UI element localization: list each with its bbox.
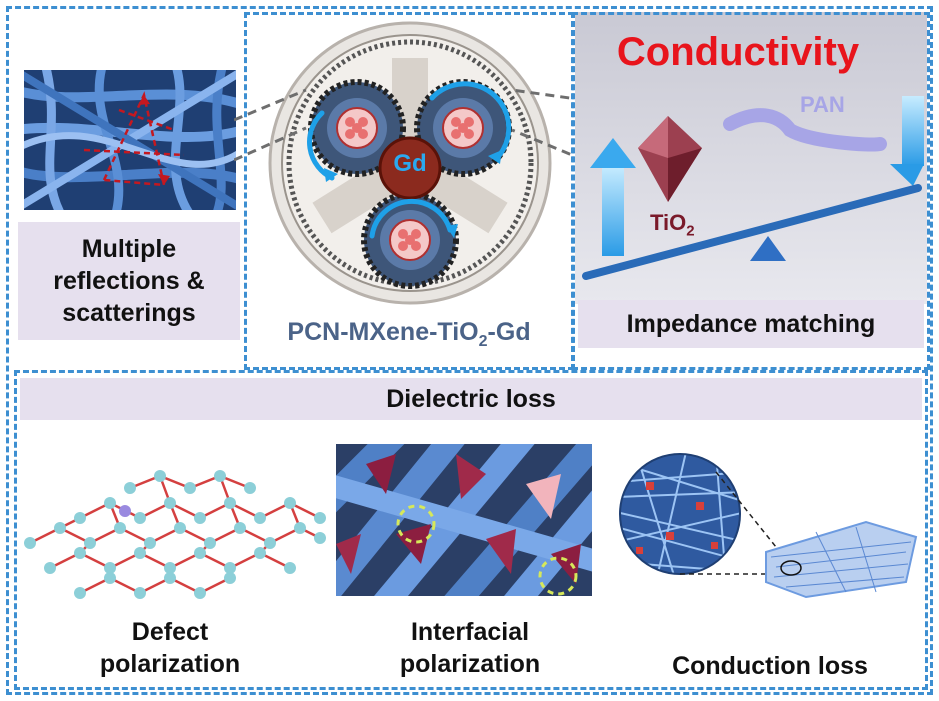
multiple-reflections-label: Multiple reflections & scatterings — [18, 222, 240, 340]
center-caption-end: -Gd — [487, 318, 531, 346]
impedance-balance-diagram — [582, 96, 924, 280]
impedance-panel — [572, 12, 930, 370]
dielectric-loss-text: Dielectric loss — [386, 384, 556, 413]
center-caption-main: PCN-MXene-TiO — [287, 318, 479, 346]
interfacial-polarization-caption: Interfacial polarization — [399, 618, 541, 678]
center-caption: PCN-MXene-TiO2-Gd — [250, 318, 568, 351]
dielectric-loss-header: Dielectric loss — [20, 378, 922, 420]
dielectric-loss-panel — [14, 370, 928, 690]
fiber-network-image — [24, 70, 236, 210]
tio2-main: TiO — [650, 210, 687, 235]
interfacial-image — [336, 444, 592, 596]
outer-frame — [6, 6, 933, 695]
conduction-loss-image — [619, 453, 918, 599]
tio2-sub: 2 — [686, 222, 695, 240]
impedance-label: Impedance matching — [578, 300, 924, 348]
tio2-label: TiO2 — [650, 210, 695, 239]
center-caption-sub: 2 — [478, 333, 488, 350]
pcn-mxene-structure-diagram — [268, 21, 552, 305]
conductivity-title: Conductivity — [616, 30, 860, 74]
impedance-text: Impedance matching — [626, 309, 876, 338]
gd-label: Gd — [393, 150, 427, 177]
pan-label: PAN — [800, 92, 845, 117]
defect-lattice-image — [24, 470, 326, 599]
multiple-reflections-text: Multiple reflections & scatterings — [53, 235, 205, 327]
impedance-panel-bg — [575, 12, 927, 304]
defect-polarization-caption: Defect polarization — [99, 618, 241, 678]
connector-lines — [234, 88, 584, 162]
conduction-loss-caption: Conduction loss — [672, 652, 868, 680]
